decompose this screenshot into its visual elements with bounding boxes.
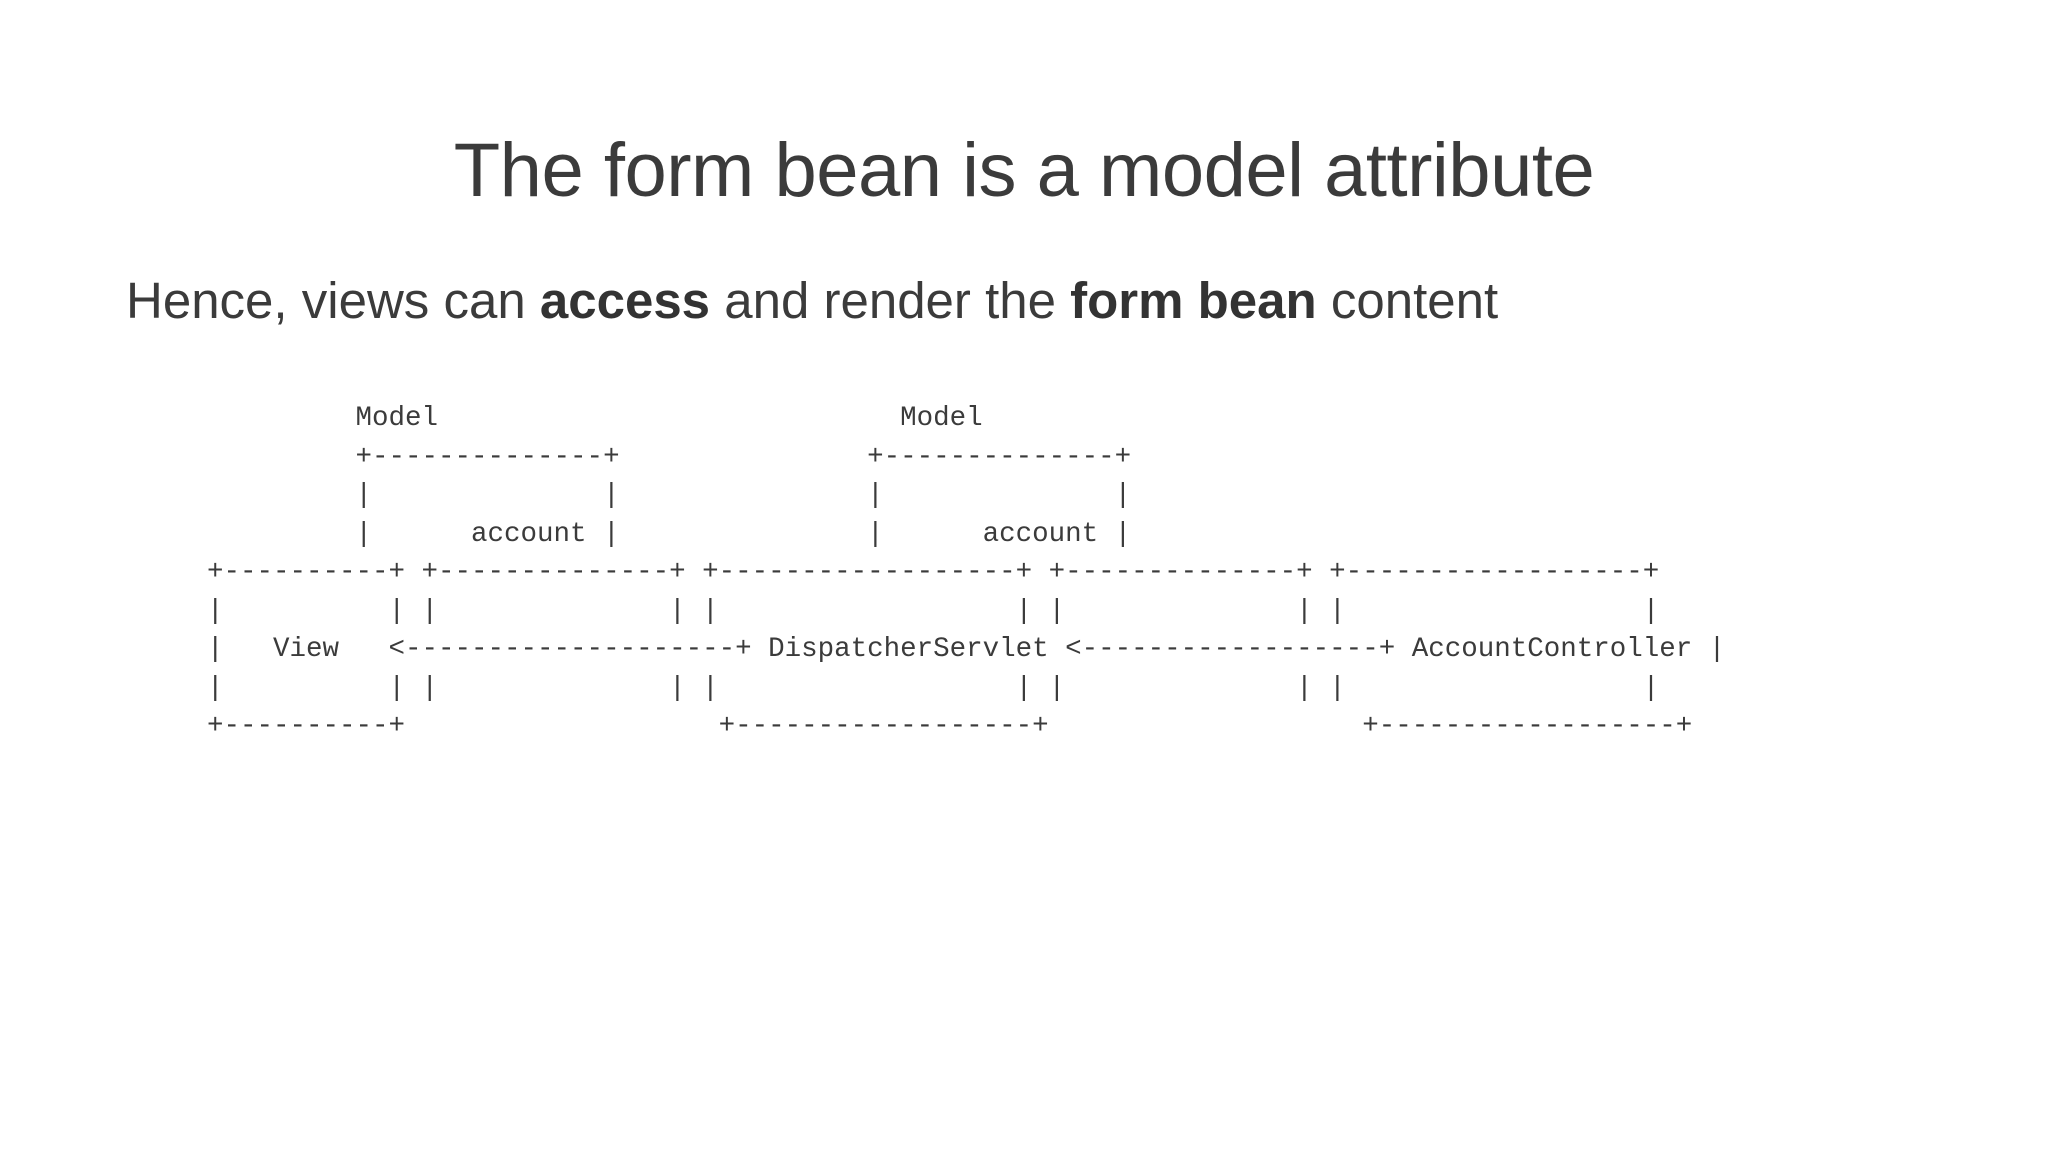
page-title: The form bean is a model attribute — [453, 127, 1595, 213]
subtitle-part-3: content — [1316, 272, 1499, 329]
subtitle-part-2: and render the — [710, 272, 1071, 329]
slide-subtitle: Hence, views can access and render the f… — [126, 272, 1498, 331]
subtitle-emphasis-access: access — [539, 272, 711, 329]
mvc-flow-ascii-diagram: Model Model +--------------+ +----------… — [207, 403, 1726, 742]
subtitle-emphasis-form-bean: form bean — [1070, 272, 1317, 329]
subtitle-part-1: Hence, views can — [126, 272, 540, 329]
